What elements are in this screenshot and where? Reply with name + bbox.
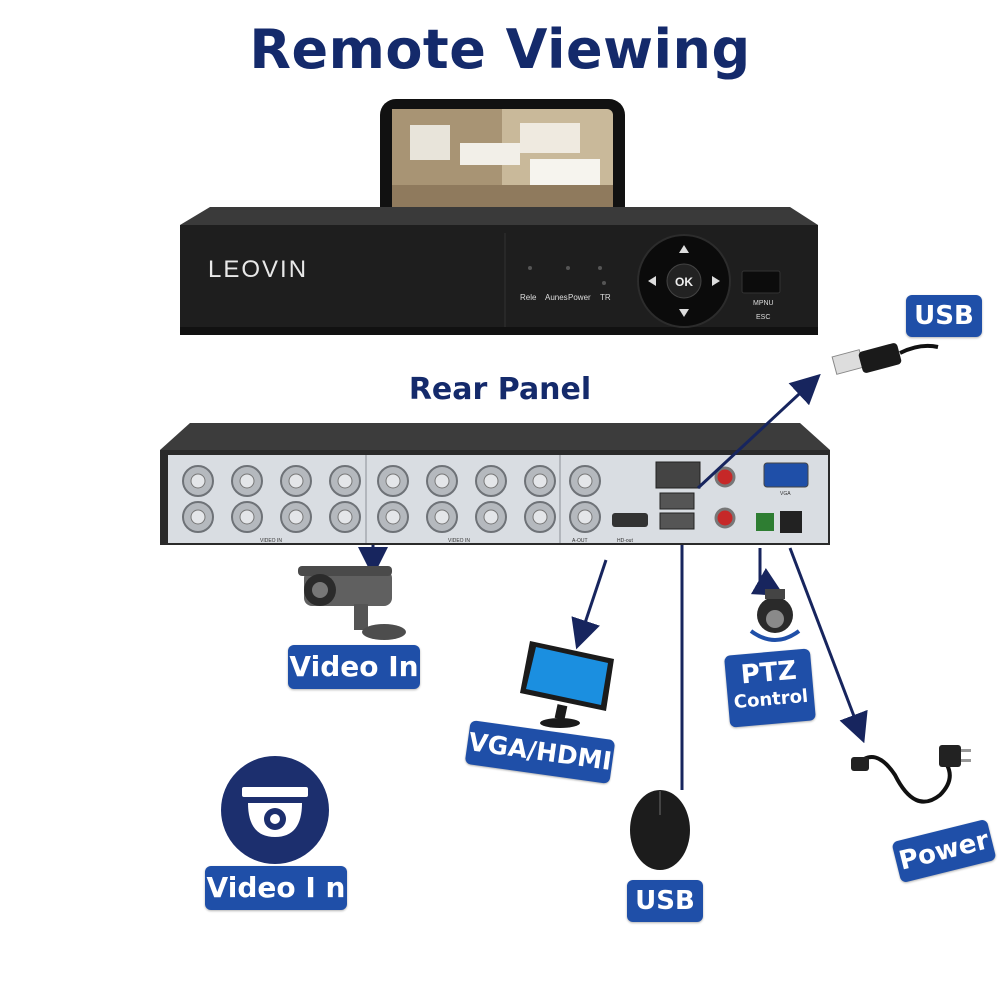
monitor-icon (520, 641, 614, 728)
arrow-to-ptz (750, 548, 785, 596)
port-label: HD-out (617, 538, 633, 544)
bnc-connector-core (577, 473, 593, 489)
dvr-front-panel: LEOVIN Rele Aunes Power TR OK MPNU ESC (180, 99, 818, 335)
bnc-connectors (182, 465, 601, 533)
port-label: VIDEO IN (260, 538, 282, 544)
bnc-connector-core (532, 509, 548, 525)
nav-pad: OK (637, 234, 731, 328)
power-cable-icon (851, 745, 971, 804)
bnc-connector-core (483, 509, 499, 525)
port-label: A-OUT (572, 538, 588, 544)
bnc-connector-core (239, 473, 255, 489)
usb-top-label: USB (906, 295, 982, 337)
bnc-connector-core (385, 473, 401, 489)
bnc-connector-core (288, 473, 304, 489)
usb-port (659, 512, 695, 530)
arrow-right-icon (712, 276, 720, 286)
vga-port (763, 462, 809, 488)
bnc-connector-core (532, 473, 548, 489)
power-port (780, 511, 802, 533)
arrow-down-icon (679, 309, 689, 317)
bnc-connector-core (190, 473, 206, 489)
arrow-to-monitor (571, 559, 608, 650)
bnc-connector-core (577, 509, 593, 525)
usb-port (659, 492, 695, 510)
ptz-camera-icon (749, 589, 801, 642)
video-in-label: Video In (288, 645, 420, 689)
arrow-left-icon (648, 276, 656, 286)
indicator-label: Power (568, 293, 591, 302)
indicator-label: Rele (520, 293, 537, 302)
rs485-port (756, 513, 774, 531)
bnc-connector-core (434, 473, 450, 489)
arrow-to-power (788, 547, 868, 744)
bnc-connector-core (190, 509, 206, 525)
audio-out-port (714, 507, 736, 529)
page-title: Remote Viewing (249, 18, 751, 81)
hdmi-port (612, 513, 648, 527)
bnc-connector-core (337, 509, 353, 525)
ptz-control-label: PTZ Control (724, 648, 816, 728)
bullet-camera-icon (298, 566, 406, 640)
arrow-to-usb-top (696, 373, 821, 490)
bnc-connector-core (434, 509, 450, 525)
usb-bottom-label: USB (627, 880, 703, 922)
menu-label: MPNU (753, 300, 774, 307)
bnc-connector-core (385, 509, 401, 525)
bnc-connector-core (337, 473, 353, 489)
dome-camera-icon (221, 756, 329, 864)
mouse-icon (630, 790, 690, 870)
esc-label: ESC (756, 314, 770, 321)
bnc-connector-core (288, 509, 304, 525)
video-in-icon-label: Video I n (205, 866, 347, 910)
ethernet-port (655, 461, 701, 489)
dvr-rear-panel: VIDEO IN VIDEO IN A-OUT HD-out VGA (160, 423, 830, 545)
bnc-connector-core (483, 473, 499, 489)
indicator-label: Aunes (545, 293, 568, 302)
nav-ok-label: OK (675, 275, 693, 289)
port-label: VGA (780, 491, 791, 497)
indicator-label: TR (600, 293, 611, 302)
arrow-up-icon (679, 245, 689, 253)
usb-plug-icon (831, 343, 939, 375)
indicator-leds: Rele Aunes Power TR (520, 266, 611, 302)
bnc-connector-core (239, 509, 255, 525)
brand-logo: LEOVIN (208, 256, 308, 283)
audio-in-port (714, 466, 736, 488)
port-label: VIDEO IN (448, 538, 470, 544)
rear-panel-title: Rear Panel (408, 372, 592, 407)
